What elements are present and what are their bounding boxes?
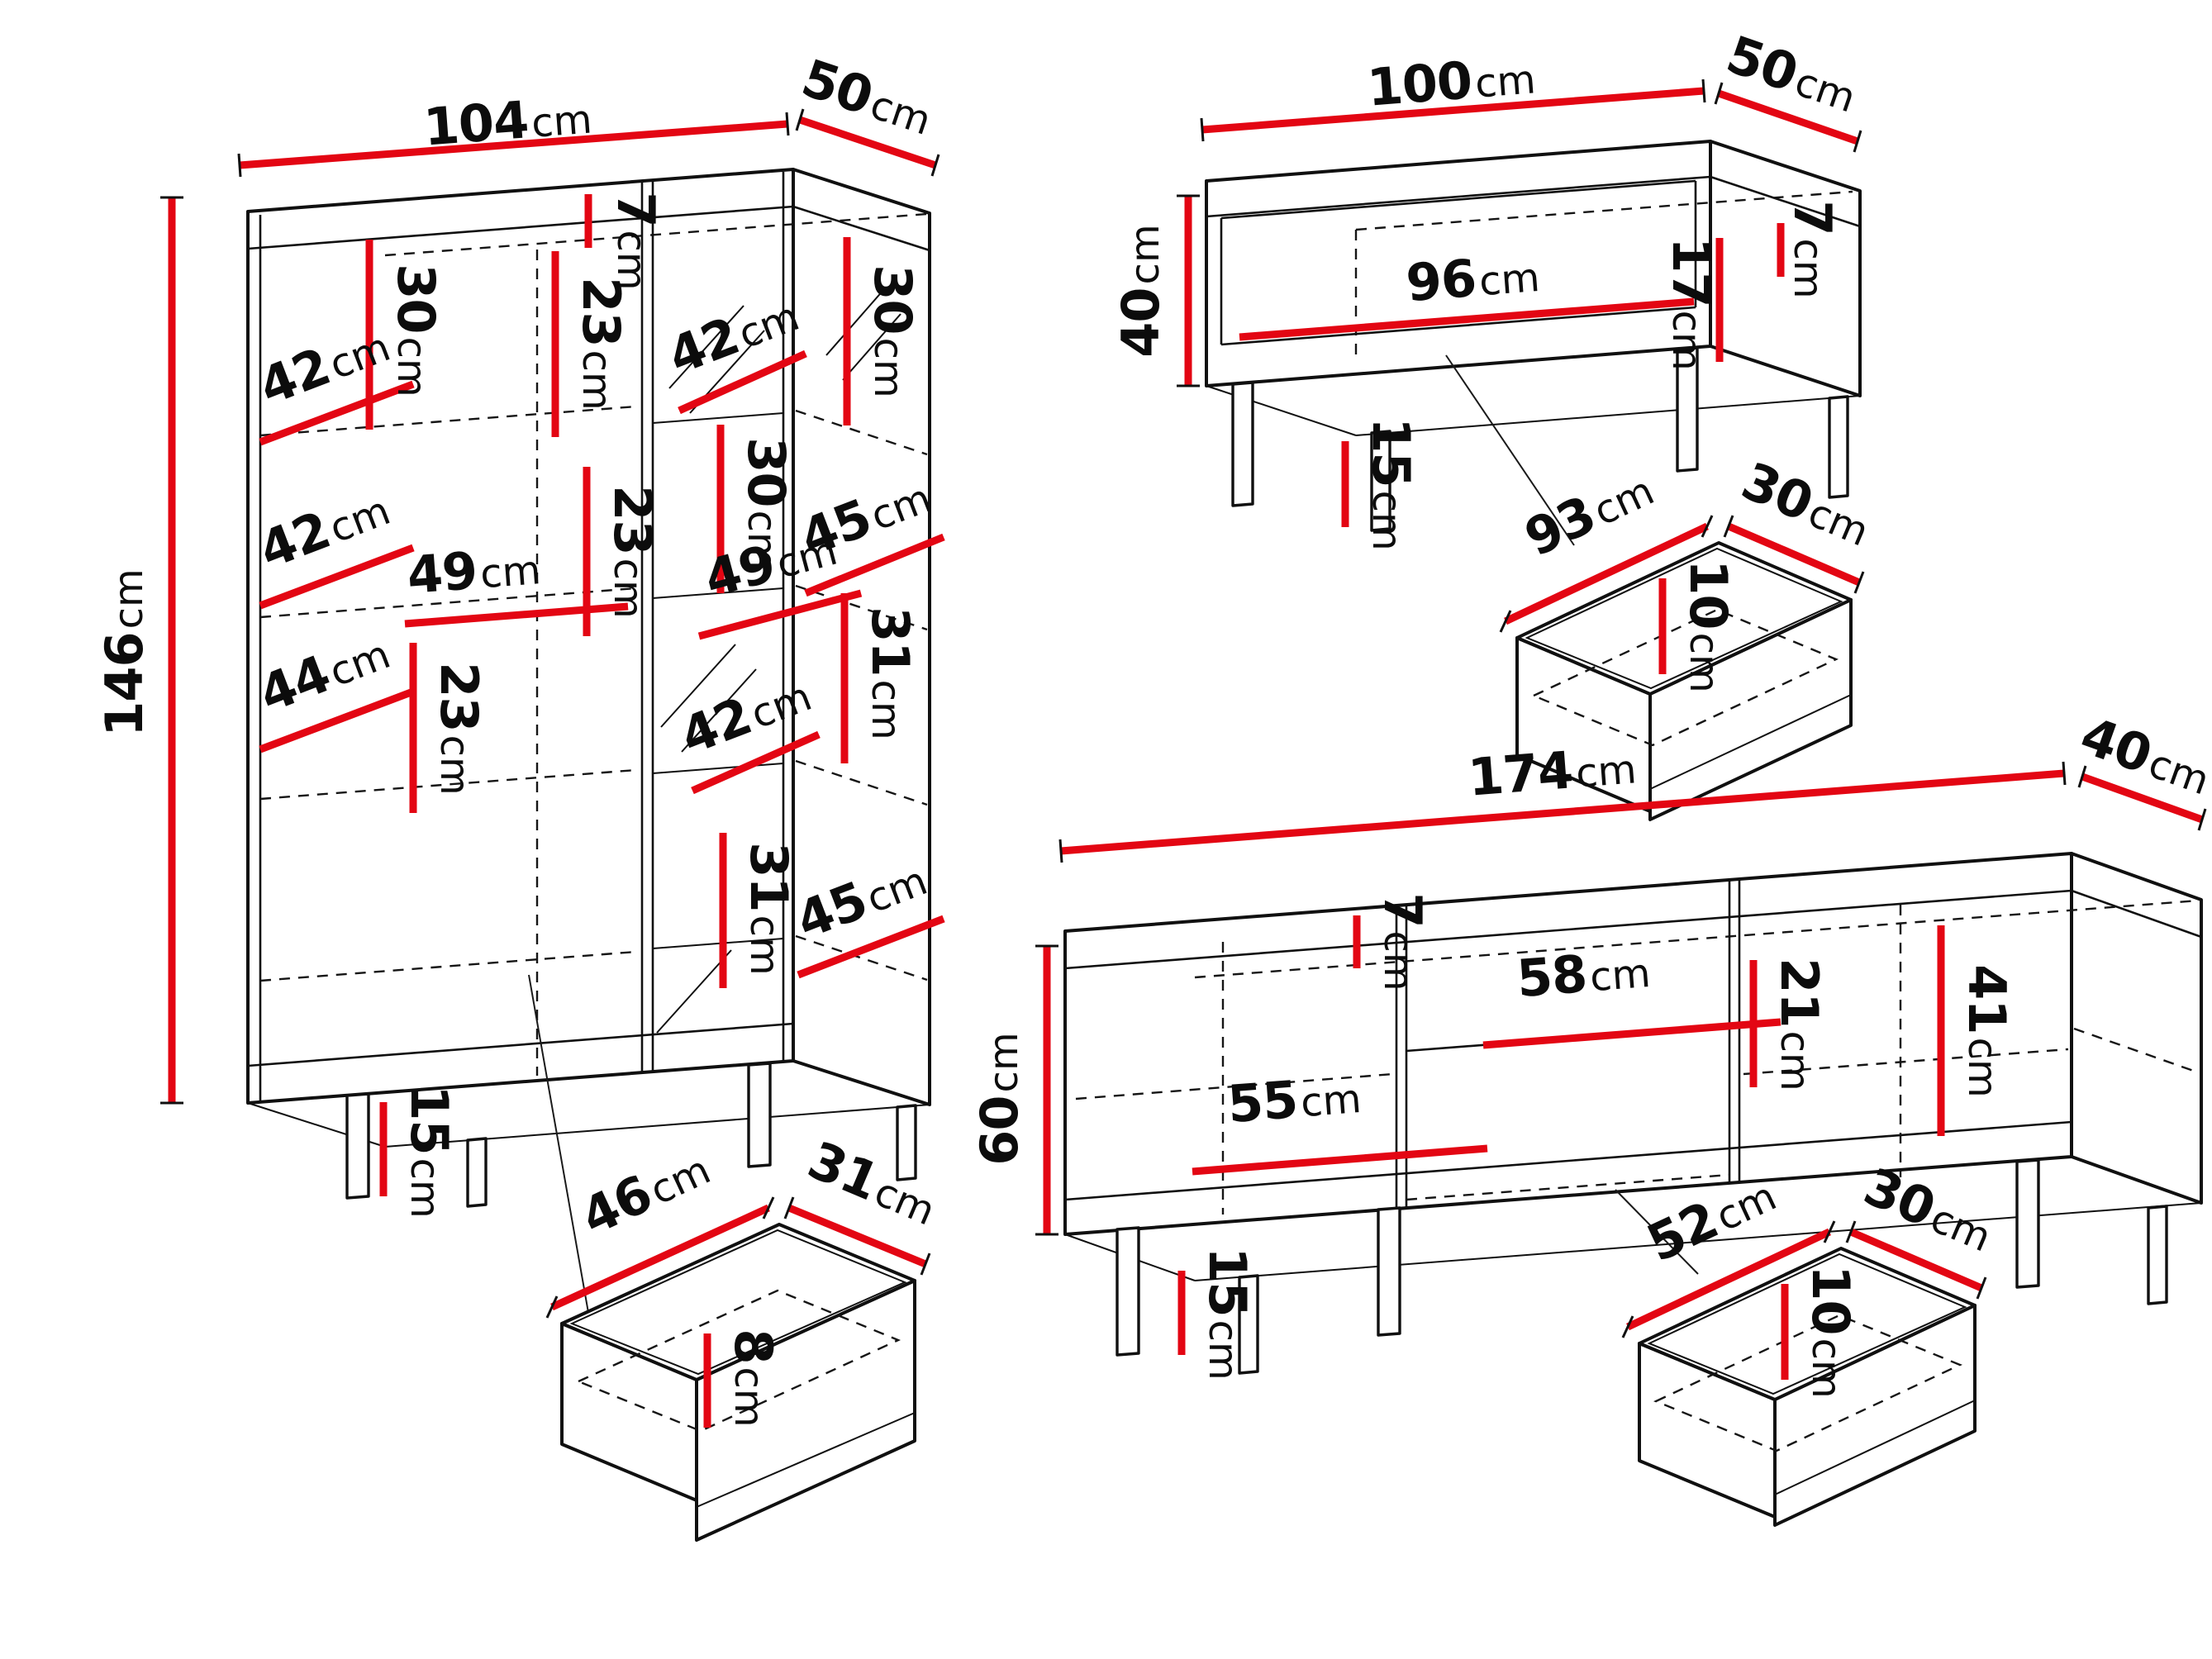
tv-stand-drawer-height-label: 10cm [1801,1265,1861,1398]
cabinet-mid-gap-upper-label: 23cm [602,485,663,618]
coffee-table-depth-dim-line [1717,89,1859,145]
tv-stand-legs [1116,1158,2168,1375]
tv-stand-top-panel-label: 7cm [1372,892,1433,991]
cabinet-leg-label: 15cm [399,1085,459,1218]
coffee-table-inner-width-label: 96cm [1404,243,1542,313]
coffee-table-top-panel-label: 7cm [1782,200,1843,298]
cabinet-glass-gap-lower-label: 31cm [739,842,799,975]
cabinet-glass-depth-lower-dim-line [797,915,945,979]
coffee-table-width-dim-line [1201,87,1705,134]
cabinet-drawing: 104cm 50cm 146cm 7cm 30cm 23cm 30cm 42cm… [94,47,945,1323]
coffee-table-drawer-rim [1515,541,1853,696]
tv-stand-height-label: 60cm [969,1032,1030,1165]
tv-stand-drawer-depth-dim-line [1849,1228,1983,1292]
coffee-table-drawer-height-label: 10cm [1678,559,1739,692]
cabinet-glass-depth-upper-dim-line [804,533,945,597]
coffee-table-leg-label: 15cm [1361,417,1421,550]
tv-stand-drawer-width-dim-line [1626,1228,1831,1331]
cabinet-left-width-dim-line [404,602,629,628]
tv-stand-middle-width-dim-line [1482,1018,1781,1049]
coffee-table-drawing: 100cm 50cm 40cm 96cm 17cm 7cm 15cm [1111,24,1862,551]
cabinet-drawer-height-label: 8cm [723,1329,783,1427]
tv-stand-drawer-rim [1638,1247,1977,1401]
tv-stand-door-height-label: 41cm [1957,964,2017,1097]
cabinet-glass-shelf-mid-dim-line [691,730,821,795]
coffee-table-inner-width-dim-line [1239,297,1695,341]
cabinet-right-top-label: 30cm [863,264,923,397]
cabinet-drawer-depth-dim-line [787,1204,927,1268]
coffee-table-inner-height-label: 17cm [1661,237,1721,370]
tv-stand-width-label: 174cm [1466,734,1639,807]
tv-stand-middle-height-label: 21cm [1769,958,1829,1091]
coffee-table-drawer-width-dim-line [1504,522,1709,625]
cabinet-side-middle-dim-line [259,544,415,610]
cabinet-height-label: 146cm [94,568,155,737]
cabinet-top-panel-label: 7cm [606,192,666,290]
cabinet-side-lower-dim-line [259,687,415,753]
cabinet-left-top-label: 30cm [386,264,446,397]
coffee-table-drawer-leader-line [1445,354,1575,546]
cabinet-width-label: 104cm [421,85,593,158]
cabinet-glass-clearance-label: 30cm [736,437,797,570]
tv-stand-width-dim-line [1060,769,2065,855]
cabinet-drawer-width-dim-line [550,1204,770,1311]
cabinet-side-upper-dim-line [259,380,415,446]
tv-stand-depth-dim-line [2081,772,2204,824]
tv-stand-door-width-label: 55cm [1225,1064,1363,1134]
cabinet-right-width-dim-line [697,589,863,640]
cabinet-glass-top-dim-line [678,349,807,415]
tv-stand-door-width-dim-line [1192,1144,1488,1176]
tv-stand-drawer-leader-line [1615,1189,1699,1275]
cabinet-depth-dim-line [798,116,937,169]
cabinet-drawer-leader-line [528,974,591,1323]
coffee-table-legs [1231,346,1849,532]
cabinet-mid-gap-lower-label: 23cm [429,662,489,795]
tv-stand-leg-label: 15cm [1197,1247,1258,1380]
coffee-table-height-label: 40cm [1111,224,1171,357]
cabinet-drawer-rim [560,1223,916,1381]
tv-stand-side-face [2070,852,2203,1205]
cabinet-width-dim-line [239,120,788,169]
cabinet-left-width-label: 49cm [405,535,542,606]
coffee-table-drawer-depth-dim-line [1727,522,1861,587]
cabinet-side-hidden-edges [795,409,928,982]
tv-stand-middle-width-label: 58cm [1515,939,1653,1009]
cabinet-left-gap-label: 23cm [571,277,631,410]
cabinet-legs [345,1062,917,1208]
coffee-table-width-label: 100cm [1365,45,1538,117]
cabinet-glass-gap-upper-label: 31cm [860,606,920,739]
cabinet-drawer-drawing: 46cm 31cm 8cm [545,1129,941,1542]
cabinet-left-shelves [259,405,637,982]
